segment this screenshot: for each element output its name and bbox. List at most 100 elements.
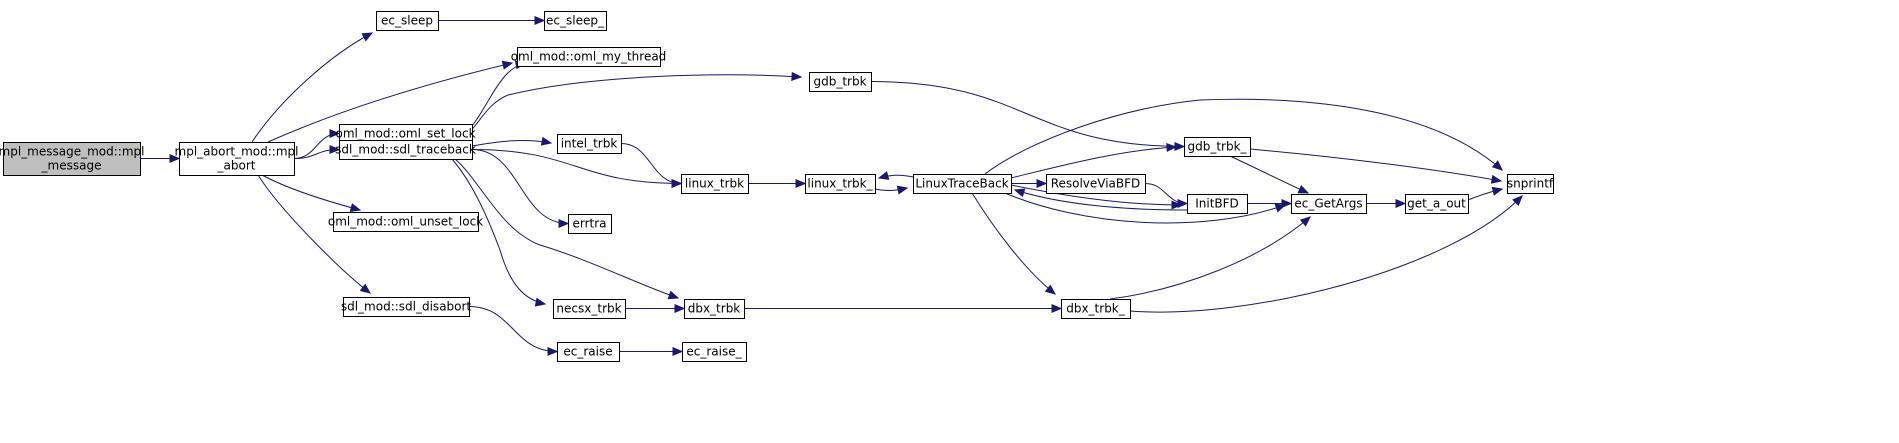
edge-line — [1249, 148, 1502, 182]
edge-arrowhead — [534, 15, 546, 26]
node-box[interactable] — [568, 214, 612, 234]
edge-LinuxTraceBack-to-gdb_trbk_ — [1010, 142, 1178, 179]
edge-line — [454, 158, 679, 299]
node-label: dbx_trbk — [688, 302, 741, 316]
node-linux-trbk[interactable]: linux_trbk — [681, 174, 749, 194]
node-dbx-trbk[interactable]: dbx_trbk — [684, 299, 745, 319]
node-label: sdl_mod::sdl_disabort — [341, 300, 472, 314]
edge-sdl_traceback-to-gdb_trbk — [461, 71, 803, 141]
node-initbfd[interactable]: InitBFD — [1187, 194, 1248, 214]
node-box[interactable] — [557, 342, 620, 362]
node-box[interactable] — [553, 299, 626, 319]
edge-line — [471, 139, 552, 147]
node-box[interactable] — [913, 174, 1012, 194]
edge-mpl_abort-to-ec_sleep — [251, 32, 374, 143]
edge-arrowhead — [1036, 178, 1048, 189]
edge-line — [984, 98, 1503, 175]
node-resolveviabfd[interactable]: ResolveViaBFD — [1046, 174, 1146, 194]
edges-layer — [140, 15, 1523, 357]
node-box[interactable] — [684, 299, 745, 319]
edge-dbx_trbk_-to-ec_GetArgs — [1109, 216, 1311, 300]
node-oml-unset-lock[interactable]: oml_mod::oml_unset_lock — [328, 212, 483, 232]
node-label: ResolveViaBFD — [1051, 177, 1141, 191]
node-errtra[interactable]: errtra — [568, 214, 612, 234]
node-box[interactable] — [376, 11, 439, 31]
node-box[interactable] — [1046, 174, 1146, 194]
node-dbx-trbk-[interactable]: dbx_trbk_ — [1061, 299, 1131, 319]
node-label: oml_mod::oml_my_thread — [511, 50, 667, 64]
node-gdb-trbk-[interactable]: gdb_trbk_ — [1184, 137, 1251, 157]
edge-mpl_message-to-mpl_abort — [140, 153, 181, 164]
node-box[interactable] — [1061, 299, 1131, 319]
node-box[interactable] — [517, 47, 661, 67]
edge-line — [971, 192, 1056, 295]
node-box[interactable] — [3, 142, 141, 176]
node-box[interactable] — [805, 174, 876, 194]
edge-linux_trbk_-to-LinuxTraceBack — [874, 185, 909, 195]
edge-arrowhead — [1051, 303, 1063, 314]
node-box[interactable] — [343, 297, 470, 317]
edge-line — [620, 143, 682, 184]
node-gdb-trbk[interactable]: gdb_trbk — [809, 72, 872, 92]
node-ec-raise[interactable]: ec_raise — [557, 342, 620, 362]
edge-arrowhead — [359, 283, 372, 294]
node-mpl-abort[interactable]: mpl_abort_mod::mpl_abort — [175, 142, 299, 176]
edge-intel_trbk-to-linux_trbk — [620, 143, 683, 189]
node-box[interactable] — [339, 140, 473, 160]
node-sdl-traceback[interactable]: sdl_mod::sdl_traceback — [335, 140, 476, 160]
edge-LinuxTraceBack-to-ResolveViaBFD — [1011, 178, 1048, 189]
edge-arrowhead — [534, 297, 547, 307]
edge-get_a_out-to-snprintf — [1467, 186, 1504, 201]
edge-InitBFD-to-LinuxTraceBack — [1013, 188, 1188, 211]
node-oml-my-thread[interactable]: oml_mod::oml_my_thread — [511, 47, 667, 67]
node-linuxtraceback[interactable]: LinuxTraceBack — [913, 174, 1012, 194]
node-label: ec_GetArgs — [1294, 197, 1362, 211]
node-box[interactable] — [1291, 194, 1367, 214]
node-snprintf[interactable]: snprintf — [1507, 174, 1554, 194]
node-label: linux_trbk — [685, 177, 744, 191]
node-ec-getargs[interactable]: ec_GetArgs — [1291, 194, 1367, 214]
edge-arrowhead — [547, 346, 559, 357]
node-label: dbx_trbk_ — [1066, 302, 1126, 316]
node-box[interactable] — [1507, 174, 1554, 194]
node-label: linux_trbk_ — [807, 177, 873, 191]
edge-necsx_trbk-to-dbx_trbk — [625, 303, 686, 314]
node-box[interactable] — [809, 72, 872, 92]
edge-arrowhead — [1490, 174, 1503, 184]
node-label: sdl_mod::sdl_traceback — [335, 143, 476, 157]
node-box[interactable] — [557, 134, 622, 154]
edge-dbx_trbk_-to-snprintf — [1129, 195, 1523, 313]
edge-line — [293, 133, 340, 159]
node-linux-trbk-[interactable]: linux_trbk_ — [805, 174, 876, 194]
edge-LinuxTraceBack-to-snprintf — [984, 98, 1503, 175]
edge-ec_raise-to-ec_raise_ — [619, 346, 684, 357]
node-get-a-out[interactable]: get_a_out — [1405, 194, 1469, 214]
node-box[interactable] — [333, 212, 479, 232]
node-box[interactable] — [1184, 137, 1251, 157]
edge-ec_sleep-to-ec_sleep_ — [438, 15, 546, 26]
edge-arrowhead — [877, 171, 890, 180]
node-box[interactable] — [1405, 194, 1469, 214]
node-box[interactable] — [681, 174, 749, 194]
node-label: InitBFD — [1195, 197, 1239, 211]
node-intel-trbk[interactable]: intel_trbk — [557, 134, 622, 154]
node-mpl-message[interactable]: mpl_message_mod::mpl_message — [0, 142, 144, 176]
node-ec-sleep[interactable]: ec_sleep — [376, 11, 439, 31]
edge-line — [471, 149, 682, 184]
node-box[interactable] — [1187, 194, 1248, 214]
node-label: _abort — [217, 159, 256, 173]
node-box[interactable] — [682, 342, 747, 362]
node-box[interactable] — [179, 142, 295, 176]
node-sdl-disabort[interactable]: sdl_mod::sdl_disabort — [341, 297, 472, 317]
edge-gdb_trbk_-to-snprintf — [1249, 148, 1503, 184]
edge-arrowhead — [1177, 198, 1189, 209]
edge-gdb_trbk_-to-ec_GetArgs — [1229, 155, 1310, 194]
node-ec-sleep-[interactable]: ec_sleep_ — [544, 11, 607, 31]
node-ec-raise-[interactable]: ec_raise_ — [682, 342, 747, 362]
node-label: mpl_message_mod::mpl — [0, 145, 144, 159]
edge-sdl_traceback-to-linux_trbk — [471, 149, 683, 189]
node-oml-set-lock[interactable]: oml_mod::oml_set_lock — [335, 124, 476, 144]
node-box[interactable] — [544, 11, 607, 31]
node-necsx-trbk[interactable]: necsx_trbk — [553, 299, 626, 319]
